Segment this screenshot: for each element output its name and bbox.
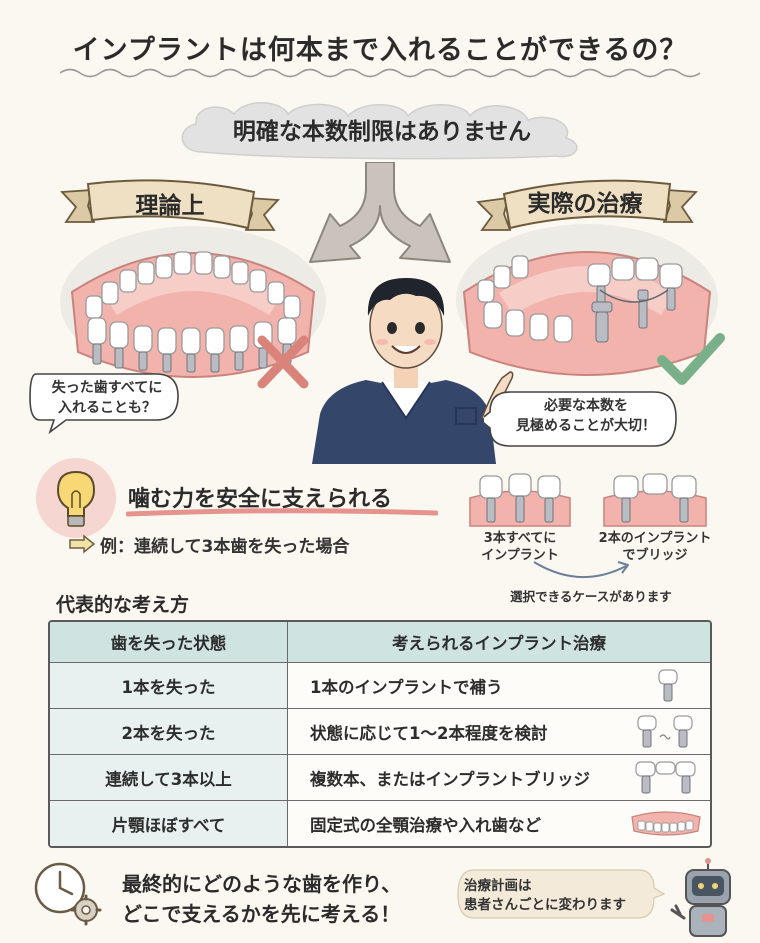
left-ribbon-label: 理論上 (135, 193, 205, 219)
header-treatment: 考えられるインプラント治療 (391, 634, 606, 653)
title-underline-decoration (60, 68, 700, 78)
row-treatment: 固定式の全顎治療や入れ歯など (310, 815, 541, 835)
row-state: 1本を失った (50, 663, 288, 708)
three-implants-icon (469, 473, 571, 527)
lightbulb-icon (36, 458, 116, 538)
single-implant-icon (658, 669, 678, 702)
implant-bridge-option-icon (603, 473, 707, 527)
table-header-row: 歯を失った状態 考えられるインプラント治療 (50, 622, 710, 662)
row-treatment: 1本のインプラントで補う (310, 677, 503, 697)
full-arch-denture-icon (631, 811, 701, 836)
key-point-underline (126, 508, 438, 517)
conclusion-text: 最終的にどのような歯を作り、 どこで支えるかを先に考える！ (122, 872, 402, 926)
choice-note-text: 選択できるケースがあります (510, 589, 672, 604)
row-state: 片顎ほぼすべて (50, 801, 288, 846)
row-state: 連続して3本以上 (50, 755, 288, 800)
table-row: 1本を失った 1本のインプラントで補う (50, 662, 710, 708)
dentist-character (312, 278, 514, 464)
row-state: 2本を失った (50, 709, 288, 754)
table-row: 連続して3本以上 複数本、またはインプラントブリッジ (50, 754, 710, 800)
example-text: 例：連続して3本歯を失った場合 (100, 537, 350, 557)
header-state: 歯を失った状態 (50, 622, 288, 662)
clock-gear-icon (34, 862, 102, 926)
treatment-table: 歯を失った状態 考えられるインプラント治療 1本を失った 1本のインプラントで補… (48, 620, 712, 848)
option-b-label: 2本のインプラント でブリッジ (598, 531, 712, 563)
banner-text: 明確な本数制限はありません (232, 119, 532, 145)
table-row: 2本を失った 状態に応じて1〜2本程度を検討 (50, 708, 710, 754)
implant-bridge-icon (635, 761, 696, 794)
curved-arrow-icon (533, 561, 629, 579)
arrow-right-icon (69, 534, 96, 554)
page-title: インプラントは何本まで入れることができるの？ (72, 35, 688, 66)
row-treatment: 複数本、またはインプラントブリッジ (310, 769, 591, 789)
right-bubble-text: 必要な本数を 見極めることが大切！ (516, 398, 656, 434)
table-row: 片顎ほぼすべて 固定式の全顎治療や入れ歯など (50, 800, 710, 846)
right-ribbon-shape (476, 179, 698, 231)
check-mark-icon (657, 333, 725, 385)
selective-implants-jaw-illustration (456, 224, 718, 376)
cross-mark-icon (257, 335, 309, 389)
cloud-banner-shape (181, 102, 578, 160)
table-heading: 代表的な考え方 (56, 594, 190, 616)
robot-icon (670, 858, 731, 937)
left-bubble-text: 失った歯すべてに 入れることも？ (51, 380, 163, 416)
left-ribbon-shape (60, 179, 280, 231)
footer-speech-bubble (457, 869, 666, 919)
key-point-text: 噛む力を安全に支えられる (128, 487, 393, 512)
right-ribbon-label: 実際の治療 (527, 191, 643, 217)
right-speech-bubble (484, 391, 677, 447)
option-a-label: 3本すべてに インプラント (481, 531, 559, 563)
left-speech-bubble (29, 373, 179, 434)
footer-bubble-text: 治療計画は 患者さんごとに変わります (464, 878, 626, 913)
two-implants-icon (637, 715, 693, 748)
row-treatment: 状態に応じて1〜2本程度を検討 (310, 723, 548, 743)
split-arrows-icon (309, 162, 451, 263)
